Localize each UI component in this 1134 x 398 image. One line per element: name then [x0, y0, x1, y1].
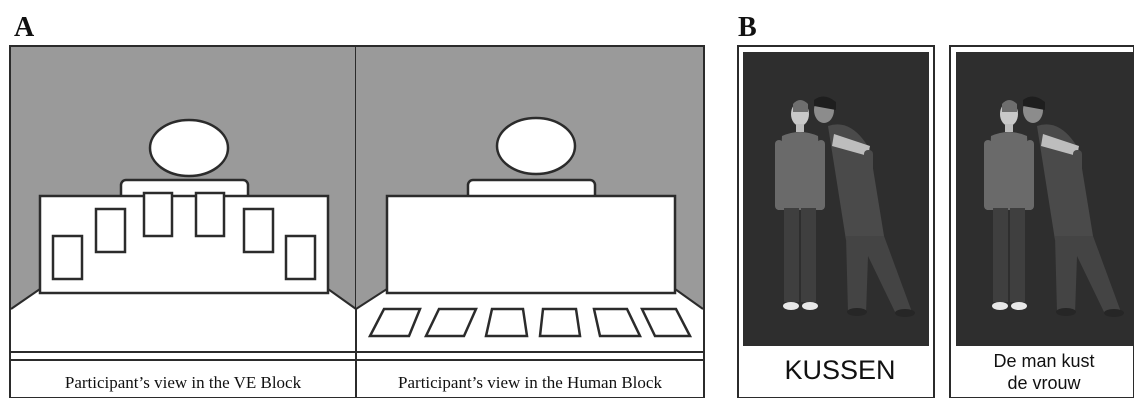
sentence-card: De man kust de vrouw [949, 45, 1134, 398]
human-card-3 [484, 307, 529, 338]
ve-card-3 [142, 191, 174, 238]
human-card-6 [640, 307, 693, 338]
human-card-1 [367, 307, 422, 338]
ve-partner-head [148, 118, 230, 178]
panel-b: KUSSEN [737, 45, 1134, 398]
human-floor-edge-right [674, 288, 704, 310]
human-partner-head [495, 116, 577, 176]
word-card-caption: KUSSEN [784, 355, 895, 385]
human-scene [355, 47, 704, 338]
human-table [385, 194, 677, 295]
sentence-card-caption-line1: De man kust [993, 351, 1094, 371]
panel-a: Participant’s view in the VE Block Parti… [9, 45, 705, 398]
word-card: KUSSEN [737, 45, 935, 398]
ve-floor-edge-right [327, 288, 357, 310]
human-floor-edge-left [355, 288, 388, 310]
human-caption: Participant’s view in the Human Block [398, 373, 662, 392]
kissing-couple-illustration-1 [775, 96, 915, 317]
human-card-5 [592, 307, 642, 338]
human-card-4 [538, 307, 582, 338]
sentence-card-caption-line2: de vrouw [1007, 373, 1081, 393]
ve-card-4 [194, 191, 226, 238]
panel-a-letter: A [14, 12, 35, 43]
kissing-couple-illustration-2 [984, 96, 1124, 317]
ve-card-5 [242, 207, 275, 254]
ve-card-2 [94, 207, 127, 254]
ve-caption: Participant’s view in the VE Block [65, 373, 302, 392]
ve-screen [38, 194, 330, 295]
human-card-2 [424, 307, 478, 338]
panel-b-letter: B [738, 12, 757, 43]
ve-card-1 [51, 234, 84, 281]
ve-scene [10, 47, 357, 310]
ve-floor-edge-left [10, 288, 41, 310]
ve-card-6 [284, 234, 317, 281]
